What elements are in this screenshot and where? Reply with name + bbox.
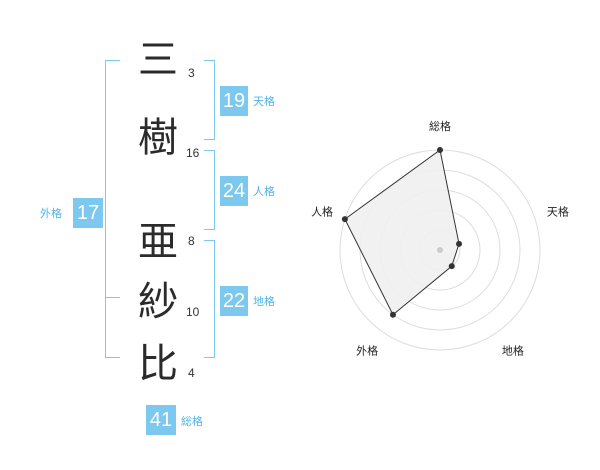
- soukaku-label: 総格: [181, 415, 203, 428]
- tenkaku-value: 19: [220, 86, 248, 116]
- radar-point-1: [437, 147, 443, 153]
- tenkaku-label: 天格: [253, 95, 275, 108]
- jinkaku-value: 24: [220, 176, 248, 206]
- stroke-count-2: 16: [186, 146, 200, 160]
- stroke-count-3: 8: [188, 234, 195, 248]
- radar-axis-label-2: 天格: [547, 205, 569, 219]
- name-char-4: 紗: [138, 279, 178, 325]
- gaikaku-label: 外格: [40, 207, 62, 220]
- stroke-count-4: 10: [186, 305, 200, 319]
- radar-point-5: [341, 216, 348, 223]
- chikaku-label: 地格: [253, 295, 275, 308]
- radar-point-3: [448, 263, 455, 270]
- radar-center-dot: [437, 247, 443, 253]
- jinkaku-label: 人格: [253, 185, 275, 198]
- stroke-count-5: 4: [188, 366, 195, 380]
- name-char-3: 亜: [138, 219, 178, 265]
- radar-axis-label-4: 外格: [356, 343, 378, 357]
- jinkaku-bracket: [204, 150, 215, 230]
- name-char-2: 樹: [138, 115, 178, 161]
- radar-axis-label-1: 総格: [429, 119, 451, 133]
- gaikaku-bracket-mid: [105, 297, 120, 298]
- name-char-1: 三: [138, 37, 178, 83]
- name-char-5: 比: [138, 341, 178, 387]
- radar-axis-label-5: 人格: [311, 205, 333, 219]
- soukaku-value: 41: [146, 405, 176, 435]
- gaikaku-bracket: [105, 60, 120, 358]
- radar-point-2: [456, 240, 463, 247]
- tenkaku-bracket: [204, 60, 215, 140]
- radar-point-4: [389, 311, 396, 318]
- radar-area: [344, 149, 460, 316]
- gaikaku-value: 17: [73, 198, 103, 228]
- chikaku-bracket: [204, 240, 215, 358]
- stroke-count-1: 3: [188, 66, 195, 80]
- chikaku-value: 22: [220, 286, 248, 316]
- radar-axis-label-3: 地格: [502, 343, 524, 357]
